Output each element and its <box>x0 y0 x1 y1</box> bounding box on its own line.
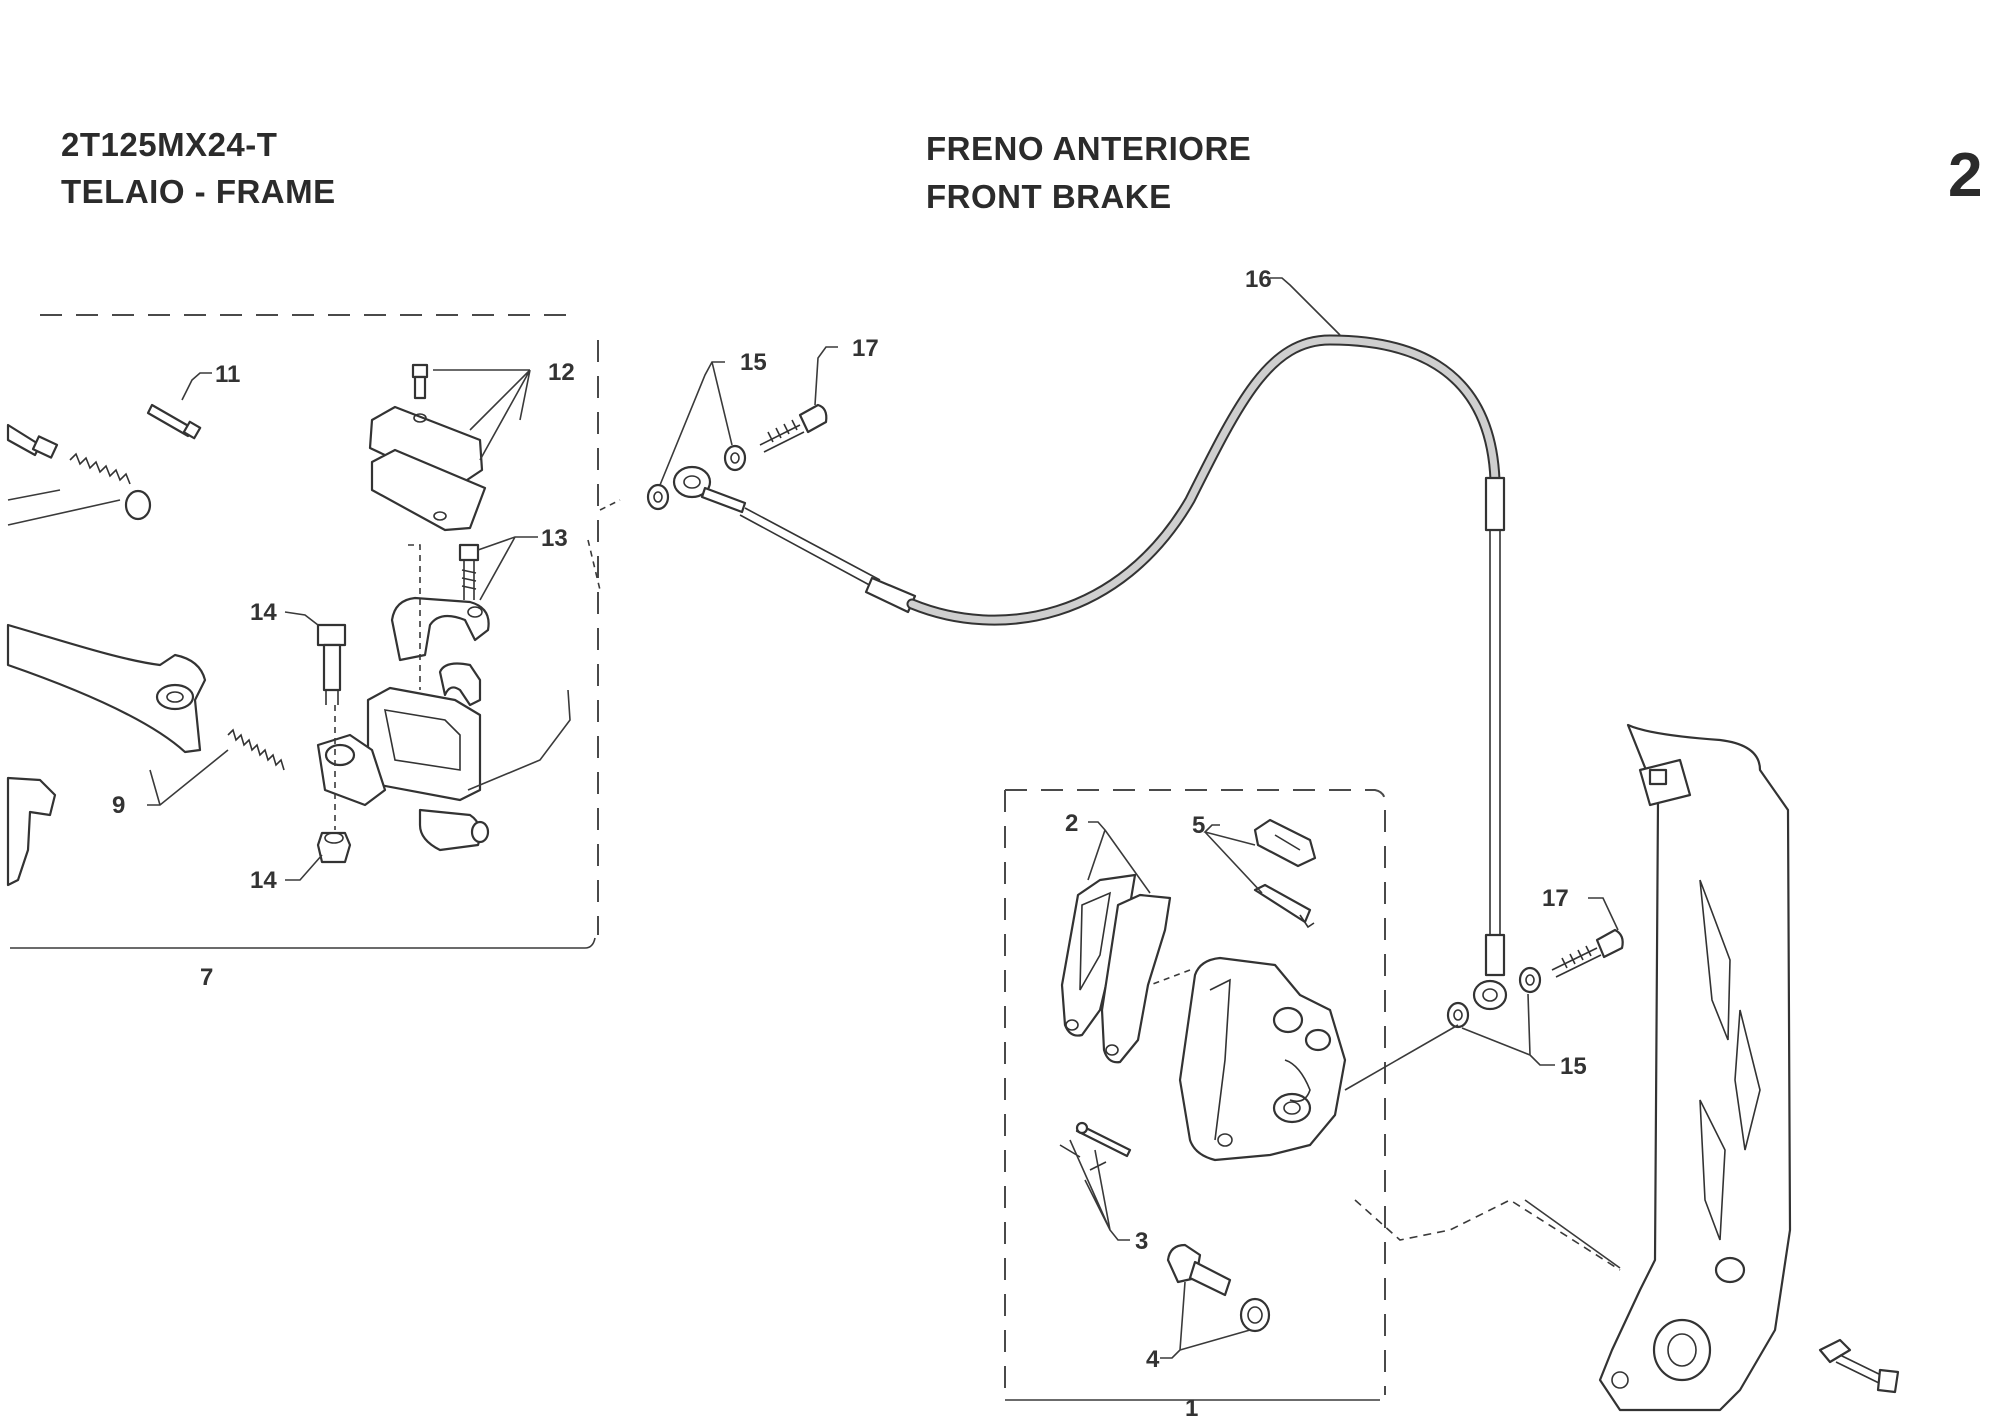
master-cylinder-group-box <box>10 314 599 949</box>
lever-spring <box>227 728 285 771</box>
callout-1: 1 <box>1185 1395 1198 1416</box>
callout-numbers: 11 12 13 14 14 9 7 15 17 16 17 15 2 5 3 … <box>112 266 1587 1416</box>
callout-11: 11 <box>215 361 240 388</box>
brake-lever <box>6 623 207 754</box>
master-cylinder-body <box>316 662 490 852</box>
callout-12: 12 <box>548 359 575 386</box>
callout-3: 3 <box>1135 1228 1148 1255</box>
callout-17-upper: 17 <box>852 335 879 362</box>
part-3-pad-pins <box>1059 1121 1132 1171</box>
callout-4: 4 <box>1146 1346 1160 1373</box>
part-2-brake-pads <box>1060 873 1172 1064</box>
callout-7: 7 <box>200 964 213 991</box>
part-15-washer-upper-a <box>646 483 670 511</box>
part-4-caliper-bolts <box>1166 1243 1271 1333</box>
reservoir-screw <box>411 363 429 400</box>
callout-2: 2 <box>1065 810 1078 837</box>
part-15-washer-upper-b <box>723 444 747 472</box>
part-11-pin <box>146 403 202 440</box>
lever-bracket-partial <box>6 776 57 887</box>
leader-lines <box>7 277 1621 1359</box>
part-15-washer-lower-a <box>1446 1001 1470 1029</box>
model-code: 2T125MX24-T <box>61 126 278 163</box>
part-17-banjo-bolt-upper <box>759 403 828 453</box>
part-14-nut <box>316 831 352 864</box>
return-spring <box>69 452 152 521</box>
part-14-bolt <box>316 623 347 705</box>
title-italian: FRENO ANTERIORE <box>926 130 1252 167</box>
callout-16: 16 <box>1245 266 1272 293</box>
brake-caliper <box>1178 956 1347 1162</box>
callout-17-lower: 17 <box>1542 885 1569 912</box>
callout-9: 9 <box>112 792 125 819</box>
callout-15-upper: 15 <box>740 349 767 376</box>
front-fork-leg <box>1598 723 1792 1412</box>
callout-14-lower: 14 <box>250 867 277 894</box>
banjo-fitting-upper <box>672 465 747 514</box>
clamp-screw <box>458 543 480 600</box>
reservoir-gasket <box>370 448 487 532</box>
part-17-banjo-bolt-lower <box>1551 928 1624 978</box>
callout-15-lower: 15 <box>1560 1053 1587 1080</box>
group-title: TELAIO - FRAME <box>61 173 336 210</box>
callout-14-upper: 14 <box>250 599 277 626</box>
title-english: FRONT BRAKE <box>926 178 1172 215</box>
callout-5: 5 <box>1192 812 1205 839</box>
axle-pinch-bolt <box>1818 1338 1900 1394</box>
part-5-pad-spring <box>1253 818 1317 929</box>
part-16-brake-hose <box>739 334 1508 1011</box>
callout-13: 13 <box>541 525 568 552</box>
page-number: 2 <box>1948 141 1983 210</box>
handlebar-clamp <box>390 596 490 662</box>
pivot-pin <box>6 423 59 459</box>
caliper-group-box <box>1004 789 1386 1401</box>
part-15-washer-lower-b <box>1518 966 1542 994</box>
